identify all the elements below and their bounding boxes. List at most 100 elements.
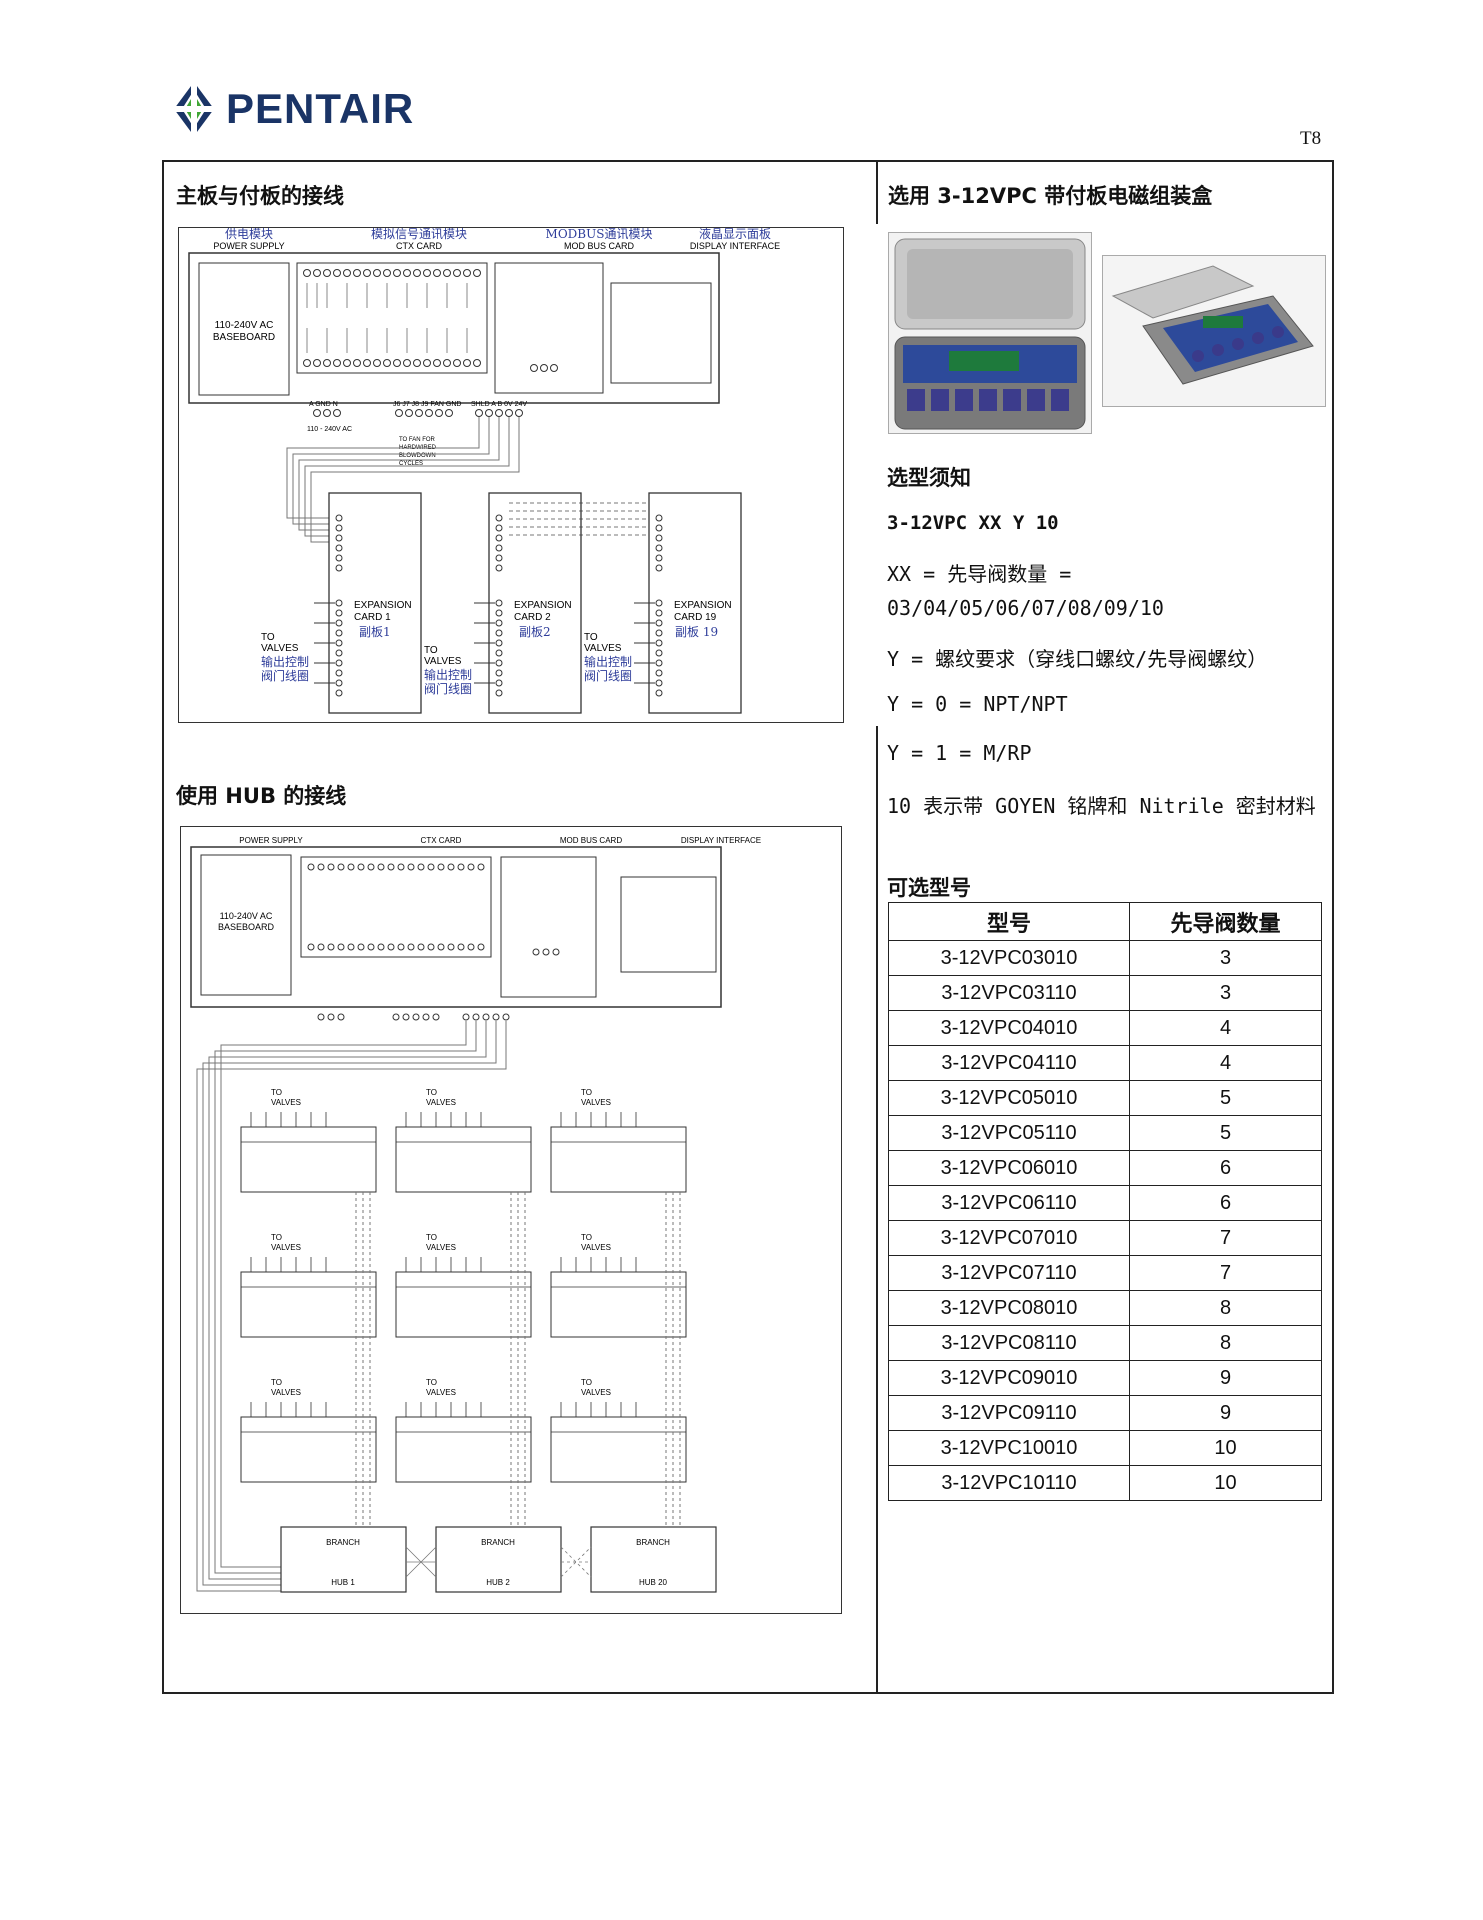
y-option-1: Y = 1 = M/RP (887, 741, 1032, 765)
svg-text:BASEBOARD: BASEBOARD (218, 922, 275, 932)
ctx-terminals-top (303, 269, 481, 277)
svg-text:VALVES: VALVES (581, 1098, 611, 1107)
to-valves-3: TO (584, 632, 598, 643)
svg-text:VALVES: VALVES (271, 1243, 301, 1252)
ctx-terminals-bottom (303, 359, 481, 367)
hub-2-label: HUB 2 (486, 1578, 510, 1587)
svg-text:TO: TO (271, 1233, 282, 1242)
svg-text:TO: TO (426, 1088, 437, 1097)
svg-text:阀门线圈: 阀门线圈 (261, 668, 309, 683)
svg-text:阀门线圈: 阀门线圈 (424, 681, 472, 696)
suffix-10-note: 10 表示带 GOYEN 铭牌和 Nitrile 密封材料 (887, 794, 1316, 818)
svg-text:TO: TO (581, 1233, 592, 1242)
count-cell: 9 (1129, 1395, 1322, 1431)
card-terminals (335, 514, 663, 697)
wiring-diagram-2-svg: POWER SUPPLY CTX CARD MOD BUS CARD DISPL… (190, 836, 761, 1593)
count-cell: 8 (1129, 1290, 1322, 1326)
junction-box-angle-image (1103, 256, 1325, 406)
right-title: 选用 3-12VPC 带付板电磁组装盒 (888, 184, 1213, 208)
svg-text:VALVES: VALVES (424, 656, 462, 667)
svg-text:DISPLAY INTERFACE: DISPLAY INTERFACE (681, 836, 761, 845)
card19-title: EXPANSION (674, 600, 732, 611)
model-cell: 3-12VPC07010 (888, 1220, 1130, 1256)
svg-text:VALVES: VALVES (261, 643, 299, 654)
svg-text:CTX CARD: CTX CARD (421, 836, 462, 845)
junction-box-photo-open (888, 232, 1092, 434)
svg-text:VALVES: VALVES (271, 1388, 301, 1397)
label-modbus-en: MOD BUS CARD (564, 241, 635, 251)
label-display-en: DISPLAY INTERFACE (690, 241, 780, 251)
baseboard-label: 110-240V AC (215, 320, 274, 331)
pentair-diamond-icon (174, 82, 214, 136)
terminal-ac-label: A GND N (309, 401, 338, 408)
valve-arrows (314, 602, 655, 684)
svg-text:VALVES: VALVES (584, 643, 622, 654)
junction-box-open-image (889, 233, 1091, 433)
label-ctx-cn: 模拟信号通讯模块 (371, 228, 467, 241)
to-valves-2: TO (424, 645, 438, 656)
svg-text:CARD 1: CARD 1 (354, 612, 391, 623)
svg-text:BRANCH: BRANCH (481, 1538, 515, 1547)
valves-cn-2: 输出控制 (424, 667, 472, 682)
model-cell: 3-12VPC09110 (888, 1395, 1130, 1431)
svg-text:BLOWDOWN: BLOWDOWN (399, 453, 436, 459)
svg-text:VALVES: VALVES (426, 1388, 456, 1397)
ac-range-label: 110 - 240V AC (307, 426, 352, 433)
brand-name: PENTAIR (226, 85, 415, 132)
count-cell: 6 (1129, 1150, 1322, 1186)
label-ctx-en: CTX CARD (396, 241, 443, 251)
svg-text:阀门线圈: 阀门线圈 (584, 668, 632, 683)
wiring-diagram-main-expansion: 供电模块 模拟信号通讯模块 MODBUS通讯模块 液晶显示面板 POWER SU… (178, 226, 844, 723)
model-cell: 3-12VPC04110 (888, 1045, 1130, 1081)
wiring-diagram-hub: POWER SUPPLY CTX CARD MOD BUS CARD DISPL… (180, 826, 842, 1614)
svg-text:TO: TO (271, 1378, 282, 1387)
column-header-model: 型号 (888, 902, 1130, 941)
count-cell: 5 (1129, 1080, 1322, 1116)
section-title-board-wiring: 主板与付板的接线 (176, 184, 344, 208)
card19-cn: 副板 19 (675, 625, 718, 639)
expansion-card-2: EXPANSION CARD 2 副板2 (488, 492, 582, 714)
model-cell: 3-12VPC05010 (888, 1080, 1130, 1116)
y-definition: Y = 螺纹要求（穿线口螺纹/先导阀螺纹） (887, 647, 1268, 671)
terminal-mid-label: J6 J7 J8 J9 FAN GND (393, 401, 461, 408)
label-display-cn: 液晶显示面板 (699, 228, 771, 241)
card1-cn: 副板1 (359, 625, 391, 639)
xx-definition: XX = 先导阀数量 = (887, 562, 1072, 586)
count-cell: 8 (1129, 1325, 1322, 1361)
model-cell: 3-12VPC03010 (888, 940, 1130, 976)
count-cell: 7 (1129, 1255, 1322, 1291)
svg-text:TO: TO (426, 1378, 437, 1387)
svg-text:VALVES: VALVES (581, 1388, 611, 1397)
svg-text:TO: TO (271, 1088, 282, 1097)
valves-cn-1: 输出控制 (261, 654, 309, 669)
section-title-hub-wiring: 使用 HUB 的接线 (176, 784, 347, 808)
count-cell: 5 (1129, 1115, 1322, 1151)
svg-text:CYCLES: CYCLES (399, 461, 423, 467)
model-cell: 3-12VPC05110 (888, 1115, 1130, 1151)
count-cell: 4 (1129, 1010, 1322, 1046)
count-cell: 9 (1129, 1360, 1322, 1396)
label-modbus-cn: MODBUS通讯模块 (546, 228, 653, 241)
wiring-diagram-1-svg: 供电模块 模拟信号通讯模块 MODBUS通讯模块 液晶显示面板 POWER SU… (188, 226, 780, 714)
selection-title: 选型须知 (887, 466, 971, 490)
model-cell: 3-12VPC03110 (888, 975, 1130, 1011)
count-cell: 3 (1129, 975, 1322, 1011)
terminal-right-label: SHLD A B 0V 24V (471, 401, 527, 408)
svg-text:CARD 19: CARD 19 (674, 612, 717, 623)
hub-card-grid (240, 1126, 687, 1483)
expansion-card-19: EXPANSION CARD 19 副板 19 (648, 492, 742, 714)
svg-text:TO: TO (426, 1233, 437, 1242)
svg-text:TO: TO (581, 1378, 592, 1387)
